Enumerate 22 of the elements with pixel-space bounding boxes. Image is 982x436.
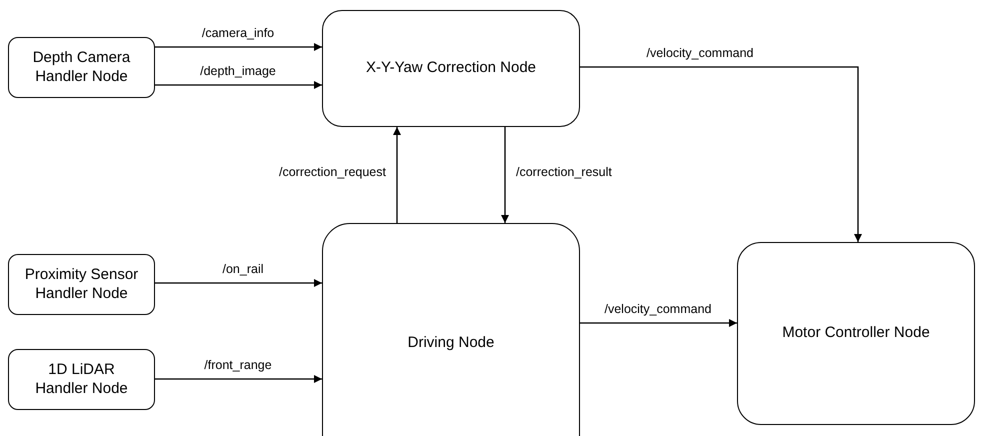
process-box: Proximity Sensor Handler Node xyxy=(8,254,155,315)
arrow xyxy=(580,319,737,327)
edge-label: /correction_result xyxy=(514,165,614,179)
arrow xyxy=(155,81,322,89)
arrow xyxy=(580,66,862,242)
process-box: Depth Camera Handler Node xyxy=(8,37,155,98)
process-box: Motor Controller Node xyxy=(737,242,975,425)
edge-label: /correction_request xyxy=(276,165,388,179)
process-box: X-Y-Yaw Correction Node xyxy=(322,10,580,127)
edge-label: /velocity_command xyxy=(602,302,714,316)
process-box: Driving Node xyxy=(322,223,580,436)
arrow xyxy=(393,127,401,223)
arrow xyxy=(155,43,322,51)
edge-label: /front_range xyxy=(202,358,274,372)
edge-label: /on_rail xyxy=(220,262,266,276)
arrow xyxy=(155,279,322,287)
process-box: 1D LiDAR Handler Node xyxy=(8,349,155,410)
edge-label: /depth_image xyxy=(198,64,278,78)
edge-label: /velocity_command xyxy=(644,46,756,60)
arrow xyxy=(155,375,322,383)
edge-label: /camera_info xyxy=(200,26,276,40)
arrow xyxy=(501,127,509,223)
